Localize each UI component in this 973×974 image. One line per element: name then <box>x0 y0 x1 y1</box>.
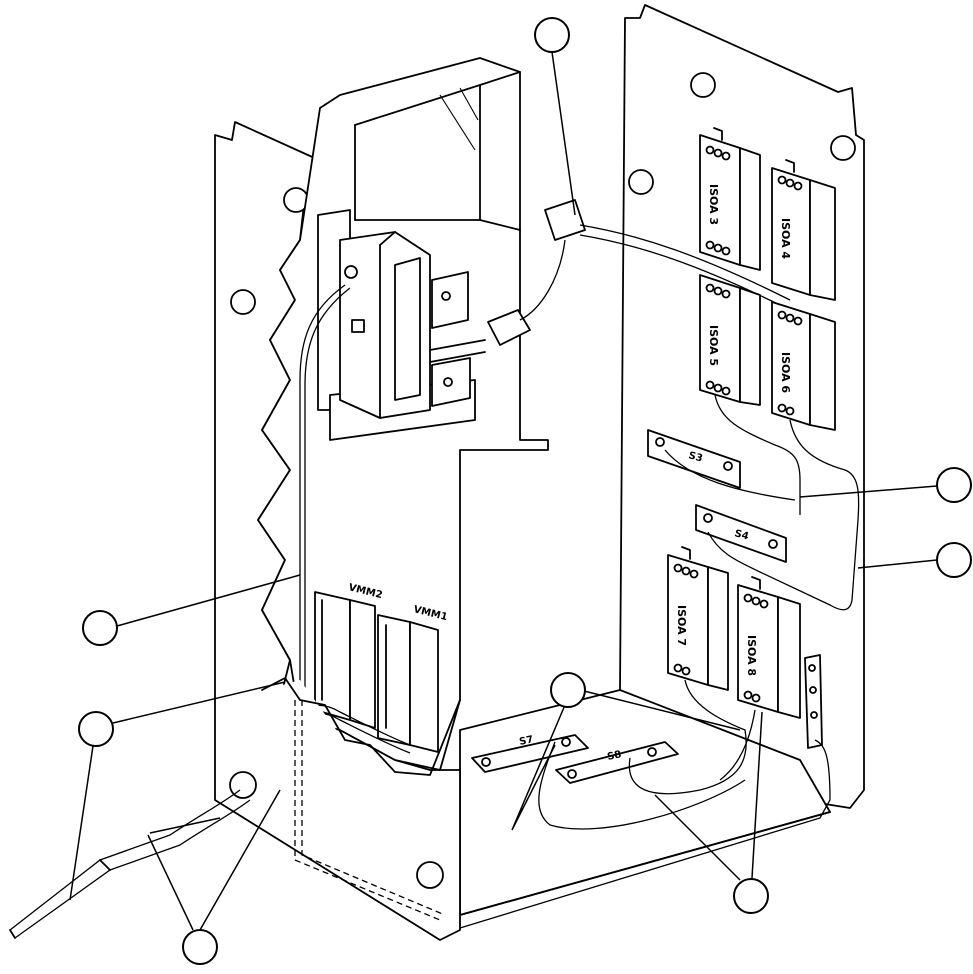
isoa-3-module: ISOA 3 <box>699 127 761 271</box>
lower-cables <box>538 741 746 830</box>
callouts <box>69 17 972 965</box>
isoa-7-label: ISOA 7 <box>675 605 688 646</box>
isoa-8-module: ISOA 8 <box>737 576 801 719</box>
isoa-4-module: ISOA 4 <box>771 159 836 301</box>
callout-circle <box>733 878 769 914</box>
terminal-strip <box>804 654 823 749</box>
callout-circle <box>534 17 570 53</box>
right-cables <box>459 394 860 929</box>
relay-assembly <box>317 209 486 441</box>
vmm-cables <box>261 677 461 776</box>
shunt-s3: S3 <box>647 429 741 489</box>
isoa-6-module: ISOA 6 <box>771 301 836 431</box>
shunt-s4: S4 <box>695 504 787 563</box>
s3-label: S3 <box>687 450 704 464</box>
callout-circle <box>936 542 972 578</box>
callout-circle <box>936 467 972 503</box>
isoa-3-label: ISOA 3 <box>707 184 720 225</box>
callout-circle <box>78 711 114 747</box>
shunt-s7: S7 <box>471 734 589 773</box>
s7-label: S7 <box>518 734 534 748</box>
isoa-7-module: ISOA 7 <box>667 546 729 691</box>
isoa-6-label: ISOA 6 <box>779 352 792 393</box>
shunt-s8: S8 <box>555 741 679 784</box>
isoa-4-label: ISOA 4 <box>779 218 792 259</box>
isoa-8-label: ISOA 8 <box>745 635 758 676</box>
callout-circle <box>82 610 118 646</box>
isoa-5-label: ISOA 5 <box>707 325 720 366</box>
vmm2-module: VMM2 <box>314 582 384 729</box>
callout-circle <box>550 672 586 708</box>
s8-label: S8 <box>606 749 622 763</box>
isoa-5-module: ISOA 5 <box>699 274 761 406</box>
callout-circle <box>182 929 218 965</box>
harness <box>9 700 446 939</box>
s4-label: S4 <box>733 528 750 542</box>
